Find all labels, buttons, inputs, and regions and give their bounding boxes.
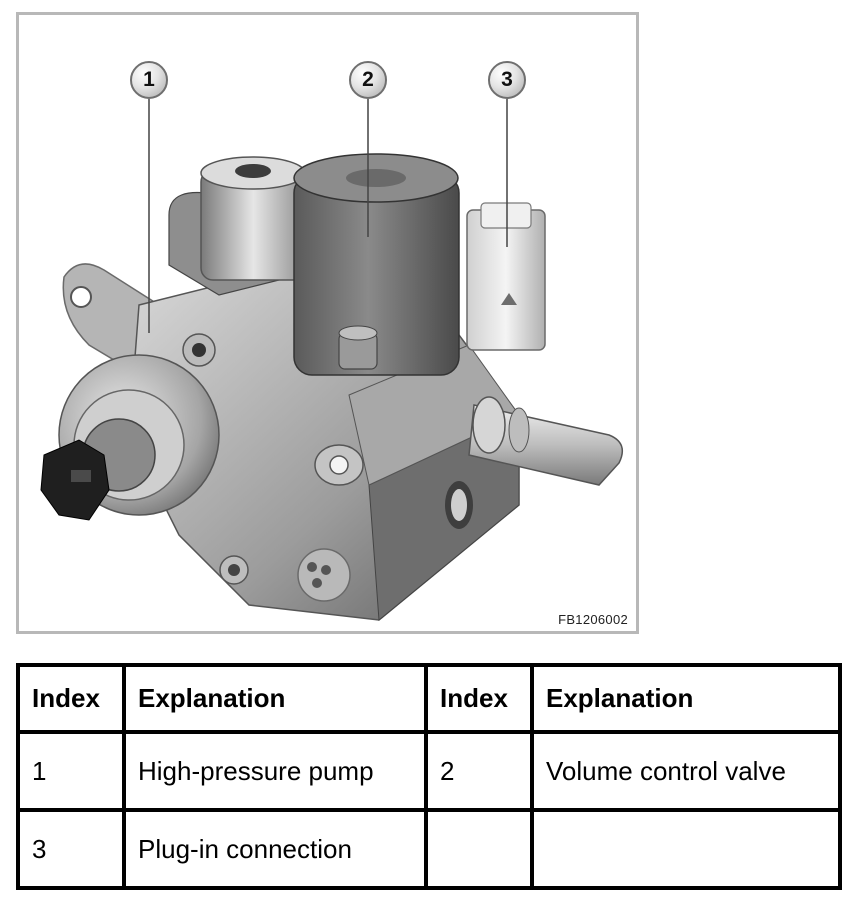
callout-2: 2 xyxy=(349,61,387,99)
index-cell: 3 xyxy=(16,808,126,890)
callout-3: 3 xyxy=(488,61,526,99)
index-cell: 1 xyxy=(16,730,126,812)
explanation-cell: Plug-in connection xyxy=(122,808,428,890)
header-index: Index xyxy=(424,663,534,734)
pump-figure: 1 2 3 FB1206002 xyxy=(16,12,639,634)
header-index: Index xyxy=(16,663,126,734)
header-explanation: Explanation xyxy=(530,663,842,734)
header-explanation: Explanation xyxy=(122,663,428,734)
figure-code: FB1206002 xyxy=(558,612,628,627)
explanation-cell: Volume control valve xyxy=(530,730,842,812)
callout-1: 1 xyxy=(130,61,168,99)
table-row: 1 High-pressure pump 2 Volume control va… xyxy=(16,730,842,812)
pump-illustration xyxy=(40,99,624,621)
legend-table: Index Explanation Index Explanation 1 Hi… xyxy=(16,663,842,890)
table-row: 3 Plug-in connection xyxy=(16,808,842,890)
explanation-cell xyxy=(530,808,842,890)
explanation-cell: High-pressure pump xyxy=(122,730,428,812)
index-cell xyxy=(424,808,534,890)
legend-header-row: Index Explanation Index Explanation xyxy=(16,663,842,734)
index-cell: 2 xyxy=(424,730,534,812)
